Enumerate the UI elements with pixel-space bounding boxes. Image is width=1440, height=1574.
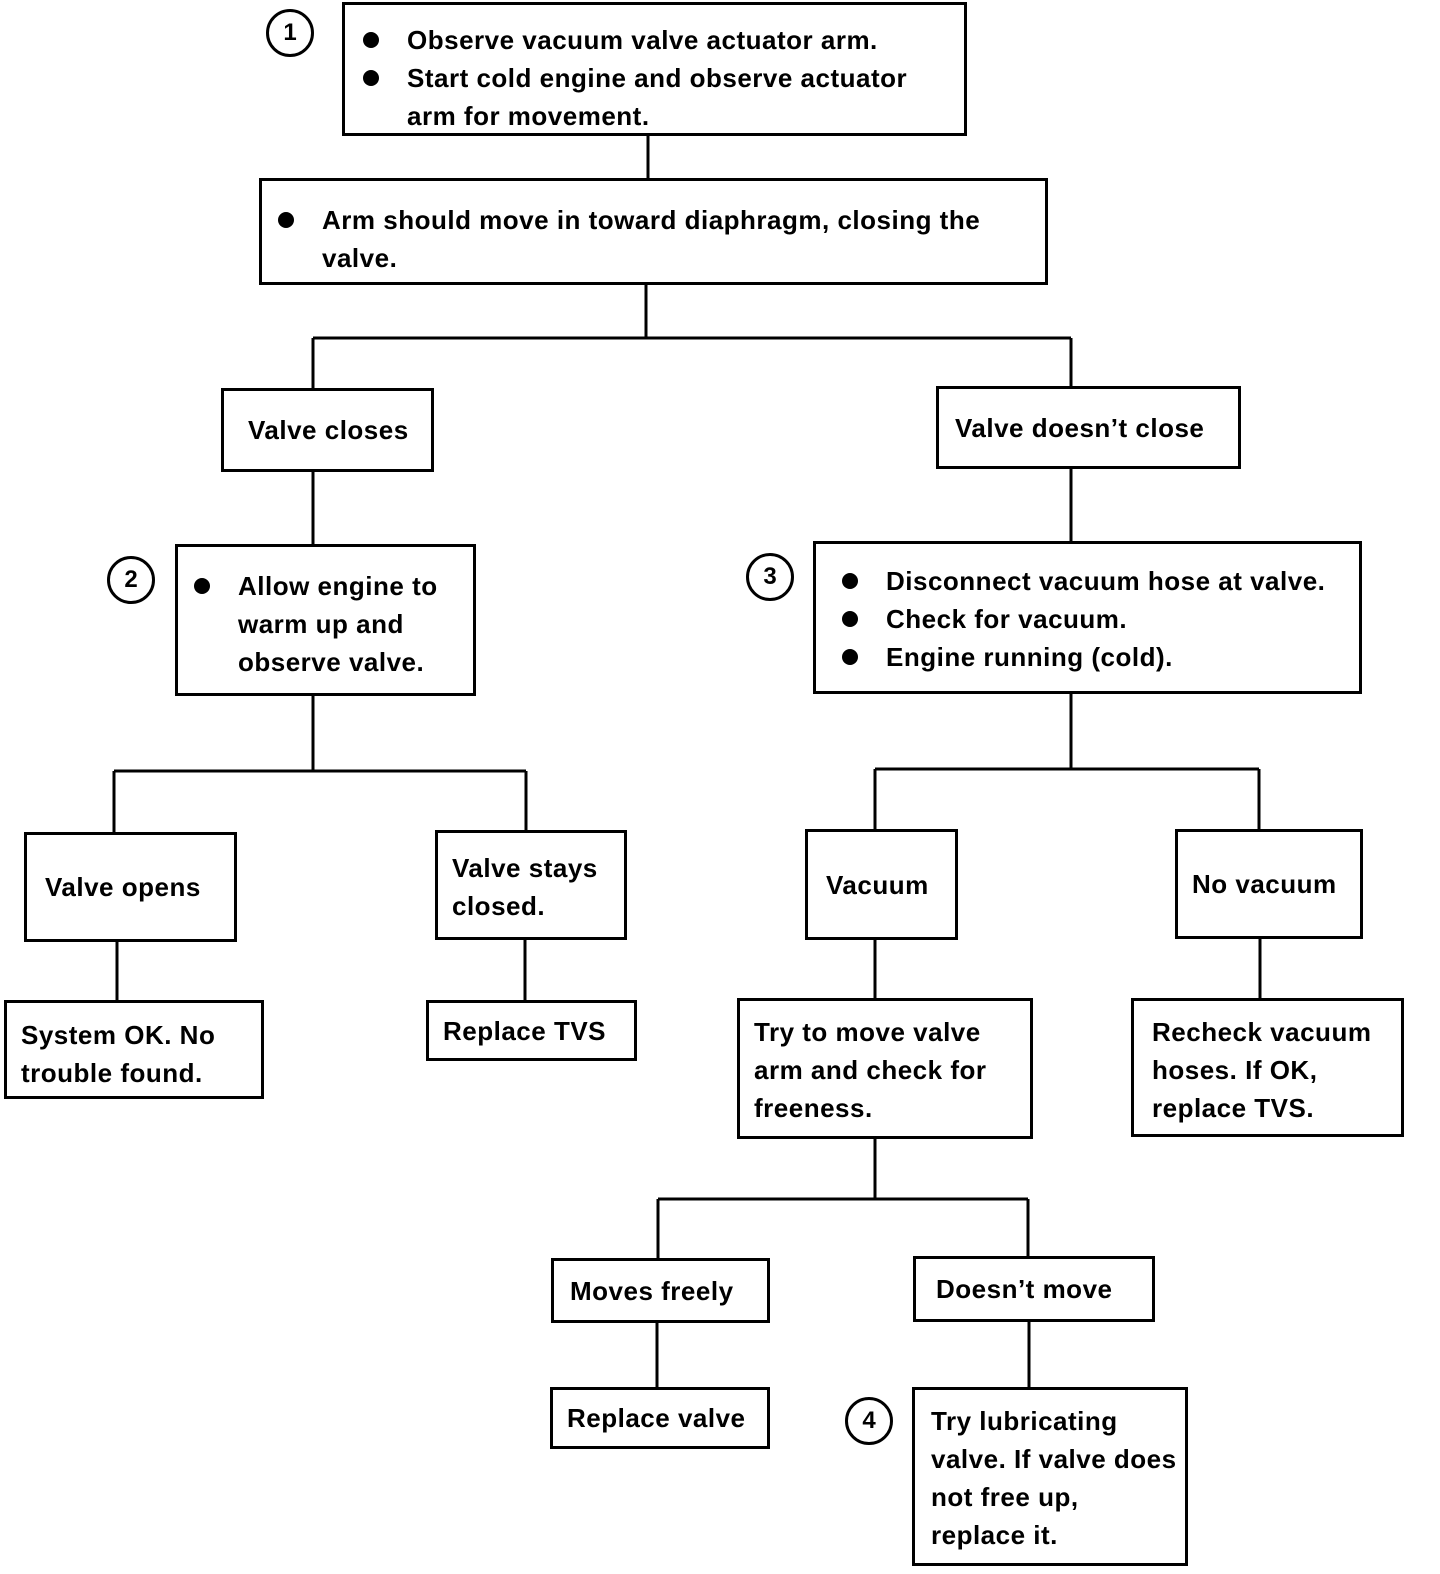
arm-should-move-box: Arm should move in toward diaphragm, clo… bbox=[259, 178, 1048, 285]
warm-up-box: Allow engine to warm up and observe valv… bbox=[175, 544, 476, 696]
start-engine-item: Start cold engine and observe actuator a… bbox=[347, 59, 944, 135]
recheck-hoses-box: Recheck vacuum hoses. If OK, replace TVS… bbox=[1131, 998, 1404, 1137]
step-number-4: 4 bbox=[845, 1397, 893, 1445]
doesnt-move-label: Doesn’t move bbox=[936, 1274, 1113, 1304]
step-number-2: 2 bbox=[107, 556, 155, 604]
valve-stays-closed-box: Valve stays closed. bbox=[435, 830, 627, 940]
warm-up-item: Allow engine to warm up and observe valv… bbox=[178, 567, 463, 681]
check-vacuum-item: Check for vacuum. bbox=[826, 600, 1349, 638]
no-vacuum-box: No vacuum bbox=[1175, 829, 1363, 939]
valve-closes-label: Valve closes bbox=[248, 415, 409, 445]
moves-freely-label: Moves freely bbox=[570, 1275, 734, 1306]
no-vacuum-label: No vacuum bbox=[1192, 869, 1337, 899]
valve-opens-label: Valve opens bbox=[45, 872, 201, 902]
warm-up-list: Allow engine to warm up and observe valv… bbox=[178, 567, 463, 681]
vacuum-label: Vacuum bbox=[826, 869, 929, 900]
disconnect-hose-box: Disconnect vacuum hose at valve. Check f… bbox=[813, 541, 1362, 694]
step-number-3: 3 bbox=[746, 553, 794, 601]
recheck-hoses-label: Recheck vacuum hoses. If OK, replace TVS… bbox=[1152, 1017, 1372, 1123]
doesnt-move-box: Doesn’t move bbox=[913, 1256, 1155, 1322]
try-lubricating-box: Try lubricating valve. If valve does not… bbox=[912, 1387, 1188, 1566]
try-move-arm-box: Try to move valve arm and check for free… bbox=[737, 998, 1033, 1139]
arm-should-move-list: Arm should move in toward diaphragm, clo… bbox=[262, 201, 1029, 277]
observe-actuator-box: Observe vacuum valve actuator arm. Start… bbox=[342, 2, 967, 136]
vacuum-box: Vacuum bbox=[805, 829, 958, 940]
engine-running-item: Engine running (cold). bbox=[826, 638, 1349, 676]
replace-tvs-label: Replace TVS bbox=[443, 1015, 607, 1046]
moves-freely-box: Moves freely bbox=[551, 1258, 770, 1323]
disconnect-hose-item: Disconnect vacuum hose at valve. bbox=[826, 562, 1349, 600]
system-ok-box: System OK. No trouble found. bbox=[4, 1000, 264, 1099]
system-ok-label: System OK. No trouble found. bbox=[21, 1020, 216, 1088]
try-lubricating-label: Try lubricating valve. If valve does not… bbox=[931, 1406, 1177, 1550]
observe-actuator-list: Observe vacuum valve actuator arm. Start… bbox=[347, 21, 944, 135]
disconnect-hose-list: Disconnect vacuum hose at valve. Check f… bbox=[826, 562, 1349, 676]
replace-valve-box: Replace valve bbox=[550, 1387, 770, 1449]
valve-stays-closed-label: Valve stays closed. bbox=[452, 853, 598, 921]
replace-tvs-box: Replace TVS bbox=[426, 1000, 637, 1061]
valve-doesnt-close-label: Valve doesn’t close bbox=[955, 412, 1205, 443]
valve-opens-box: Valve opens bbox=[24, 832, 237, 942]
replace-valve-label: Replace valve bbox=[567, 1403, 746, 1433]
try-move-arm-label: Try to move valve arm and check for free… bbox=[754, 1017, 987, 1123]
arm-should-move-item: Arm should move in toward diaphragm, clo… bbox=[262, 201, 1029, 277]
valve-closes-box: Valve closes bbox=[221, 388, 434, 472]
valve-doesnt-close-box: Valve doesn’t close bbox=[936, 386, 1241, 469]
step-number-1: 1 bbox=[266, 9, 314, 57]
observe-actuator-item: Observe vacuum valve actuator arm. bbox=[347, 21, 944, 59]
